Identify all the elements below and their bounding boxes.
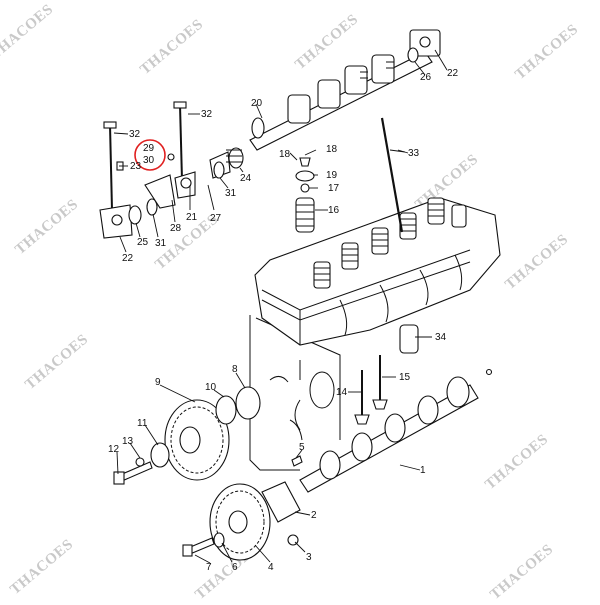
thrust-plate [261, 481, 301, 523]
callout-19: 19 [326, 170, 338, 181]
rocker-parts-left [99, 101, 244, 239]
watermark: THACOES [502, 231, 571, 293]
callout-22: 22 [122, 253, 134, 264]
camshaft-gear [209, 483, 271, 561]
cylinder-head [254, 197, 501, 346]
bushing [215, 395, 237, 425]
head-valve-springs [313, 197, 467, 289]
callout-34: 34 [435, 332, 447, 343]
callout-2: 2 [311, 510, 317, 521]
callout-23: 23 [130, 161, 142, 172]
callout-33: 33 [408, 148, 420, 159]
callout-7: 7 [206, 562, 212, 573]
callout-6: 6 [232, 562, 238, 573]
callout-22: 22 [447, 68, 459, 79]
callout-31: 31 [225, 188, 237, 199]
watermark: THACOES [292, 11, 361, 73]
callout-24: 24 [240, 173, 252, 184]
callout-9: 9 [155, 377, 161, 388]
camshaft [299, 368, 493, 493]
watermark: THACOES [0, 1, 56, 63]
bolt [119, 461, 153, 482]
gear-bolt-head [182, 544, 193, 557]
callout-31: 31 [155, 238, 167, 249]
callout-28: 28 [170, 223, 182, 234]
nut [135, 457, 145, 467]
callout-27: 27 [210, 213, 222, 224]
leader-lines [113, 49, 448, 564]
gear-washer [213, 532, 225, 548]
callout-16: 16 [328, 205, 340, 216]
watermark: THACOES [137, 16, 206, 78]
valve-spring-set [295, 157, 315, 233]
key [291, 455, 303, 467]
callout-15: 15 [399, 372, 411, 383]
callout-32: 32 [201, 109, 213, 120]
callout-25: 25 [137, 237, 149, 248]
callout-5: 5 [299, 442, 305, 453]
callout-21: 21 [186, 212, 198, 223]
callout-11: 11 [137, 418, 148, 429]
callout-13: 13 [122, 436, 134, 447]
callout-29: 29 [143, 143, 155, 154]
watermark: THACOES [12, 196, 81, 258]
callout-18: 18 [326, 144, 338, 155]
highlight-circle [134, 139, 166, 171]
callout-4: 4 [268, 562, 274, 573]
watermark: THACOES [7, 536, 76, 598]
idler-shaft [235, 386, 261, 420]
callout-8: 8 [232, 364, 238, 375]
bolt-head [113, 471, 125, 485]
callout-14: 14 [336, 387, 348, 398]
rocker-shaft-assembly [249, 29, 441, 151]
washer [150, 442, 170, 468]
watermark: THACOES [22, 331, 91, 393]
idler-gear [164, 399, 230, 481]
push-rod [380, 117, 404, 233]
callout-3: 3 [306, 552, 312, 563]
watermark: THACOES [512, 21, 581, 83]
callout-18: 18 [279, 149, 291, 160]
callout-17: 17 [328, 183, 340, 194]
callout-32: 32 [129, 129, 141, 140]
callout-20: 20 [251, 98, 263, 109]
callout-10: 10 [205, 382, 217, 393]
callout-26: 26 [420, 72, 432, 83]
watermark: THACOES [482, 431, 551, 493]
watermark: THACOES [487, 541, 556, 600]
callout-1: 1 [420, 465, 426, 476]
callout-labels: 1 2 3 4 5 6 7 8 9 10 11 12 13 14 15 16 1… [108, 68, 459, 573]
valves [354, 355, 388, 425]
callout-30: 30 [143, 155, 155, 166]
tappet [399, 324, 419, 354]
callout-12: 12 [108, 444, 120, 455]
